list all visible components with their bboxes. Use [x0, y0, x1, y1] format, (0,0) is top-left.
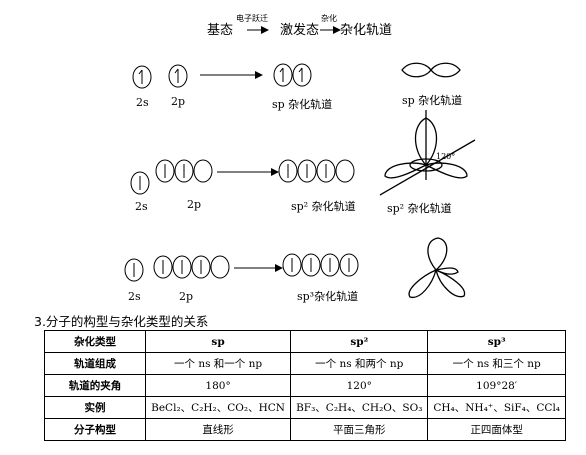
table-cell: 120°	[290, 374, 429, 397]
row2-hybrid-label: sp² 杂化轨道	[291, 200, 356, 213]
table-header-cell: sp²	[290, 330, 429, 353]
excited-state-label: 激发态	[280, 23, 320, 38]
table-cell: 一个 ns 和一个 np	[144, 352, 292, 375]
table-header-cell: sp	[144, 330, 292, 353]
table-cell: CH₄、NH₄⁺、SiF₄、CCl₄	[427, 396, 566, 419]
table-row: 分子构型 直线形 平面三角形 正四面体型	[44, 418, 566, 441]
row1-hybrid-label: sp 杂化轨道	[272, 98, 333, 111]
electron-transition-label: 电子跃迁	[236, 14, 268, 23]
table-header-cell: sp³	[427, 330, 566, 353]
row2-angle-label: 120°	[436, 152, 456, 161]
table-row-header: 轨道的夹角	[44, 374, 146, 397]
hybridization-diagram	[124, 26, 476, 298]
table-row: 轨道的夹角 180° 120° 109°28′	[44, 374, 566, 397]
table-row-header: 分子构型	[44, 418, 146, 441]
ground-state-label: 基态	[207, 23, 234, 38]
row2-2p-label: 2p	[187, 198, 202, 211]
table-header-row: 杂化类型 sp sp² sp³	[44, 330, 566, 353]
table-cell: 正四面体型	[427, 418, 566, 441]
table-cell: BF₃、C₂H₄、CH₂O、SO₃	[290, 396, 429, 419]
row3-2s-label: 2s	[128, 290, 141, 303]
table-cell: 一个 ns 和三个 np	[427, 352, 566, 375]
table-header-cell: 杂化类型	[44, 330, 146, 353]
row2-orbitals	[130, 110, 476, 196]
table-cell: 平面三角形	[290, 418, 429, 441]
table-row: 轨道组成 一个 ns 和一个 np 一个 ns 和两个 np 一个 ns 和三个…	[44, 352, 566, 375]
table-cell: 109°28′	[427, 374, 566, 397]
row1-orbitals	[132, 62, 461, 89]
row2-2s-label: 2s	[135, 200, 148, 213]
table-cell: 直线形	[144, 418, 292, 441]
table-row-header: 实例	[44, 396, 146, 419]
hybrid-orbital-label: 杂化轨道	[340, 23, 393, 38]
row1-2s-label: 2s	[136, 96, 149, 109]
table-cell: BeCl₂、C₂H₂、CO₂、HCN	[144, 396, 292, 419]
row3-hybrid-label: sp³杂化轨道	[297, 290, 359, 303]
section-title: 3.分子的构型与杂化类型的关系	[34, 314, 209, 329]
row2-shape-label: sp² 杂化轨道	[387, 202, 452, 215]
row3-orbitals	[124, 237, 466, 298]
table-cell: 一个 ns 和两个 np	[290, 352, 429, 375]
table-row: 实例 BeCl₂、C₂H₂、CO₂、HCN BF₃、C₂H₄、CH₂O、SO₃ …	[44, 396, 566, 419]
hybridization-arrow-label: 杂化	[321, 14, 337, 23]
table-row-header: 轨道组成	[44, 352, 146, 375]
hybridization-table: 杂化类型 sp sp² sp³ 轨道组成 一个 ns 和一个 np 一个 ns …	[44, 330, 566, 441]
row1-2p-label: 2p	[171, 95, 186, 108]
row3-2p-label: 2p	[179, 290, 194, 303]
row1-shape-label: sp 杂化轨道	[402, 94, 463, 107]
table-cell: 180°	[144, 374, 292, 397]
